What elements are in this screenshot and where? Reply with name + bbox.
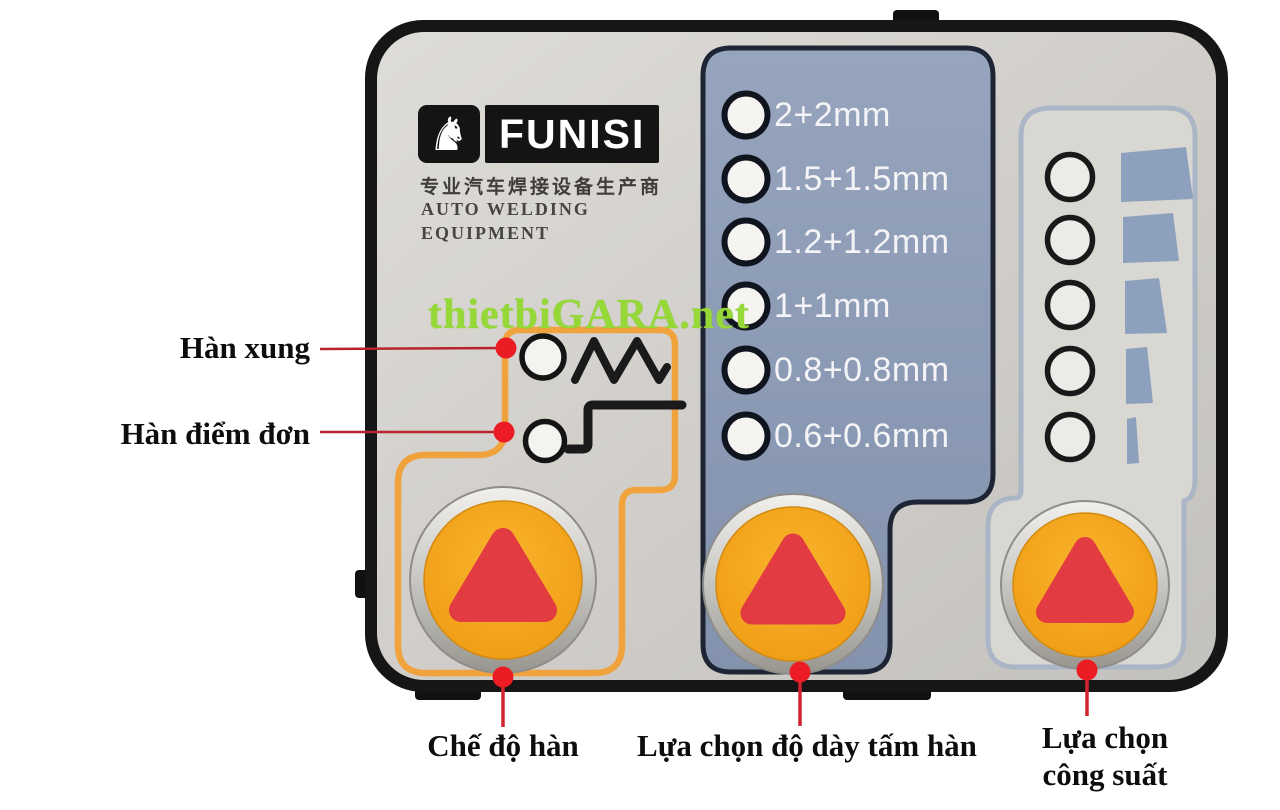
thickness-indicator — [721, 217, 771, 267]
callout-dot-single-spot — [493, 421, 515, 443]
horse-logo-icon: ♞ — [418, 105, 480, 163]
thickness-indicator — [721, 411, 771, 461]
pulse-wave-icon — [571, 337, 671, 384]
thickness-option-label: 1+1mm — [774, 287, 891, 325]
thickness-option-label: 2+2mm — [774, 96, 891, 134]
thickness-option-label: 0.6+0.6mm — [774, 417, 950, 455]
brand-name-plate: FUNISI — [485, 105, 660, 163]
callout-dot-power — [1076, 659, 1098, 681]
power-indicators — [1044, 147, 1193, 464]
callout-dot-thickness — [789, 661, 811, 683]
watermark: thietbiGARA.net — [428, 292, 750, 338]
single-spot-indicator — [522, 418, 568, 464]
thickness-option-label: 1.5+1.5mm — [774, 160, 950, 198]
callout-dot-pulse — [495, 337, 517, 359]
brand-chinese-tagline: 专业汽车焊接设备生产商 — [420, 176, 663, 198]
brand-name: FUNISI — [499, 110, 646, 157]
callout-label-weld-mode: Chế độ hàn — [427, 728, 579, 763]
power-bar-icon-4 — [1123, 213, 1179, 263]
triangle-icon — [740, 533, 846, 625]
weld-mode-outline — [394, 326, 679, 677]
power-bar-icon-3 — [1125, 278, 1167, 334]
callout-label-power: Lựa chọn công suất — [1022, 719, 1188, 793]
callout-connectors — [319, 337, 1098, 727]
callout-label-single-spot-weld: Hàn điểm đơn — [120, 416, 310, 451]
thickness-indicator — [721, 281, 771, 331]
brand-logo: ♞ FUNISI — [418, 105, 660, 163]
power-bar-icon-1 — [1127, 417, 1139, 464]
thickness-indicator — [721, 154, 771, 204]
triangle-icon — [449, 528, 557, 622]
thickness-indicator — [721, 90, 771, 140]
power-indicator — [1044, 151, 1096, 203]
power-button[interactable] — [1000, 500, 1170, 670]
callout-label-pulse-weld: Hàn xung — [179, 330, 310, 365]
power-bar-icon-5 — [1121, 147, 1193, 202]
power-indicator — [1044, 279, 1096, 331]
brand-subtitle-line1: AUTO WELDING — [421, 199, 590, 219]
callout-dot-weld-mode — [492, 666, 514, 688]
thickness-indicators — [721, 90, 771, 461]
power-indicator — [1044, 345, 1096, 397]
horse-glyph: ♞ — [428, 107, 470, 161]
thickness-option-label: 0.8+0.8mm — [774, 351, 950, 389]
thickness-button[interactable] — [702, 493, 884, 675]
weld-mode-button[interactable] — [409, 486, 597, 674]
thickness-option-label: 1.2+1.2mm — [774, 223, 950, 261]
thickness-indicator — [721, 345, 771, 395]
callout-label-thickness: Lựa chọn độ dày tấm hàn — [637, 728, 977, 763]
single-spot-step-icon — [563, 400, 687, 454]
callout-label-power-line1: Lựa chọn — [1041, 720, 1169, 755]
power-bar-icon-2 — [1126, 347, 1153, 404]
pulse-weld-indicator — [519, 333, 567, 381]
callout-line-pulse — [319, 346, 507, 351]
power-indicator — [1044, 411, 1096, 463]
triangle-icon — [1036, 537, 1134, 623]
callout-label-power-line2: công suất — [1042, 757, 1168, 792]
brand-subtitle-line2: EQUIPMENT — [421, 223, 551, 243]
power-indicator — [1044, 214, 1096, 266]
